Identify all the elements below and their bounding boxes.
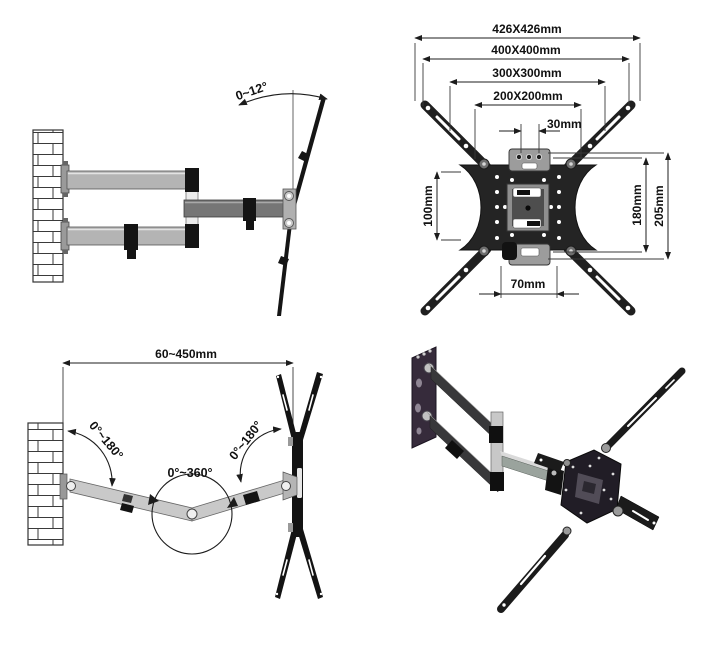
wall-swivel-label: 0°~180° xyxy=(86,419,126,463)
wall-plate-3d xyxy=(411,346,437,449)
dimension-200: 200X200mm xyxy=(474,89,582,159)
vesa-arm-bottom-left xyxy=(420,244,492,316)
dim-30-label: 30mm xyxy=(547,117,582,131)
dimension-100: 100mm xyxy=(421,171,461,241)
dimension-30: 30mm xyxy=(499,117,582,153)
dimension-400: 400X400mm xyxy=(422,43,630,106)
front-view-panel: 426X426mm 400X400mm 300X300mm 200X200mm … xyxy=(414,22,672,316)
dim-70-label: 70mm xyxy=(511,277,546,291)
bottom-tab xyxy=(502,242,551,266)
plate-holes xyxy=(495,175,561,240)
brick-wall xyxy=(32,129,64,283)
tilt-hinge-3d xyxy=(545,466,564,495)
extension-arm xyxy=(183,198,293,230)
arm-clip xyxy=(243,491,260,505)
center-bracket xyxy=(506,183,550,232)
lower-arm-3d xyxy=(426,411,499,493)
plate-pivot xyxy=(281,481,291,491)
dimension-180: 180mm xyxy=(553,157,650,253)
lower-arm xyxy=(66,224,199,259)
wall-swivel-arc xyxy=(67,428,116,487)
dim-100-label: 100mm xyxy=(421,185,435,226)
upper-arm xyxy=(66,168,199,192)
arm-clip xyxy=(122,494,133,503)
tv-swivel-label: 0°~180° xyxy=(226,418,265,462)
plate-holes-3d xyxy=(564,456,615,515)
dim-extension-label: 60~450mm xyxy=(155,347,217,361)
arm-clip xyxy=(120,503,134,513)
plate-hook-top xyxy=(298,151,310,162)
arrowhead xyxy=(227,497,238,508)
elbow-swivel-arc xyxy=(151,473,233,555)
top-tab xyxy=(508,148,551,172)
vesa-arm-top-left xyxy=(420,100,492,172)
elbow-link-3d xyxy=(489,411,504,491)
cable-clip xyxy=(243,198,256,221)
side-view-panel: 0~12° xyxy=(32,79,328,316)
dim-200-label: 200X200mm xyxy=(493,89,562,103)
wall-pivot xyxy=(66,481,76,491)
tv-swivel-arc xyxy=(236,426,282,483)
cable-clip-3d xyxy=(445,440,464,459)
dimension-205: 205mm xyxy=(548,152,672,260)
tilt-bracket xyxy=(282,188,297,230)
tv-plate-edge xyxy=(277,96,326,316)
forearm-3d xyxy=(500,451,564,495)
bottom-hook xyxy=(502,242,517,260)
arrowhead xyxy=(148,494,159,505)
elbow-swivel-label: 0°~360° xyxy=(167,466,212,480)
dimension-426: 426X426mm xyxy=(414,22,641,101)
dimension-extension: 60~450mm xyxy=(62,347,294,477)
dimension-70: 70mm xyxy=(479,266,579,298)
tilt-angle-arc xyxy=(238,93,328,106)
brick-wall xyxy=(27,422,64,546)
dimension-300: 300X300mm xyxy=(449,66,606,131)
vesa-plate-3d xyxy=(497,367,686,613)
dim-205-label: 205mm xyxy=(652,185,666,226)
top-view-panel: 60~450mm xyxy=(27,347,323,599)
elbow-pivot xyxy=(186,508,198,520)
cable-clip xyxy=(124,224,138,250)
dim-300-label: 300X300mm xyxy=(492,66,561,80)
vesa-arm-top-right xyxy=(563,100,636,172)
wall-bracket xyxy=(59,473,68,500)
perspective-view-panel xyxy=(411,346,686,613)
swivel-arm-2 xyxy=(191,478,289,522)
vesa-arm-bottom-right xyxy=(563,244,636,316)
plate-hook-bottom xyxy=(278,256,289,266)
dim-180-label: 180mm xyxy=(630,184,644,225)
dim-426-label: 426X426mm xyxy=(492,22,561,36)
vesa-arm-left xyxy=(534,453,564,472)
vesa-arm-down-left xyxy=(497,531,569,613)
tv-plate-top-view xyxy=(275,372,323,599)
dim-400-label: 400X400mm xyxy=(491,43,560,57)
